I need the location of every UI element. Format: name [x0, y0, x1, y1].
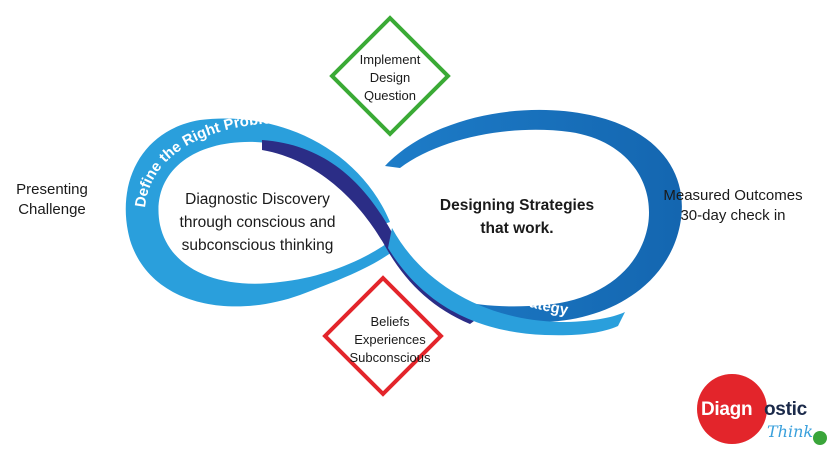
- logo-green-dot: [813, 431, 827, 445]
- top-diamond-line: Design: [369, 70, 411, 85]
- right-label-line: Measured Outcomes: [663, 187, 803, 204]
- top-diamond-line: Implement: [359, 52, 421, 67]
- bottom-diamond-line: Beliefs: [370, 314, 410, 329]
- left-label-line: Challenge: [18, 201, 86, 218]
- logo-word-part-b: ostic: [764, 399, 807, 420]
- right-lobe-line: that work.: [480, 220, 554, 237]
- top-diamond: [329, 15, 451, 137]
- left-lobe-label: Diagnostic Discovery through conscious a…: [150, 188, 365, 257]
- bottom-diamond: [322, 275, 444, 397]
- top-diamond-label: Implement Design Question: [340, 51, 440, 105]
- left-lobe-line: through conscious and: [179, 214, 336, 231]
- left-label-line: Presenting: [16, 181, 88, 198]
- left-lobe-line: Diagnostic Discovery: [185, 191, 330, 208]
- bottom-diamond-label: Beliefs Experiences Subconscious: [335, 313, 445, 367]
- measured-outcomes-label: Measured Outcomes 30-day check in: [648, 186, 818, 226]
- logo-red-circle: [697, 374, 767, 444]
- bottom-diamond-line: Experiences: [354, 332, 426, 347]
- diagnostic-think-logo: Diagn ostic Think: [680, 372, 828, 450]
- top-diamond-line: Question: [363, 88, 417, 103]
- right-label-line: 30-day check in: [680, 207, 786, 224]
- right-lobe-label: Designing Strategies that work.: [432, 194, 602, 240]
- logo-word-part-a: Diagn: [701, 399, 753, 420]
- logo-script: Think: [767, 422, 814, 441]
- right-lobe-line: Designing Strategies: [439, 197, 595, 214]
- bottom-diamond-line: Subconscious: [349, 350, 431, 365]
- presenting-challenge-label: Presenting Challenge: [2, 180, 102, 220]
- lower-swoosh-band: [388, 228, 625, 336]
- left-lobe-line: subconscious thinking: [181, 237, 334, 254]
